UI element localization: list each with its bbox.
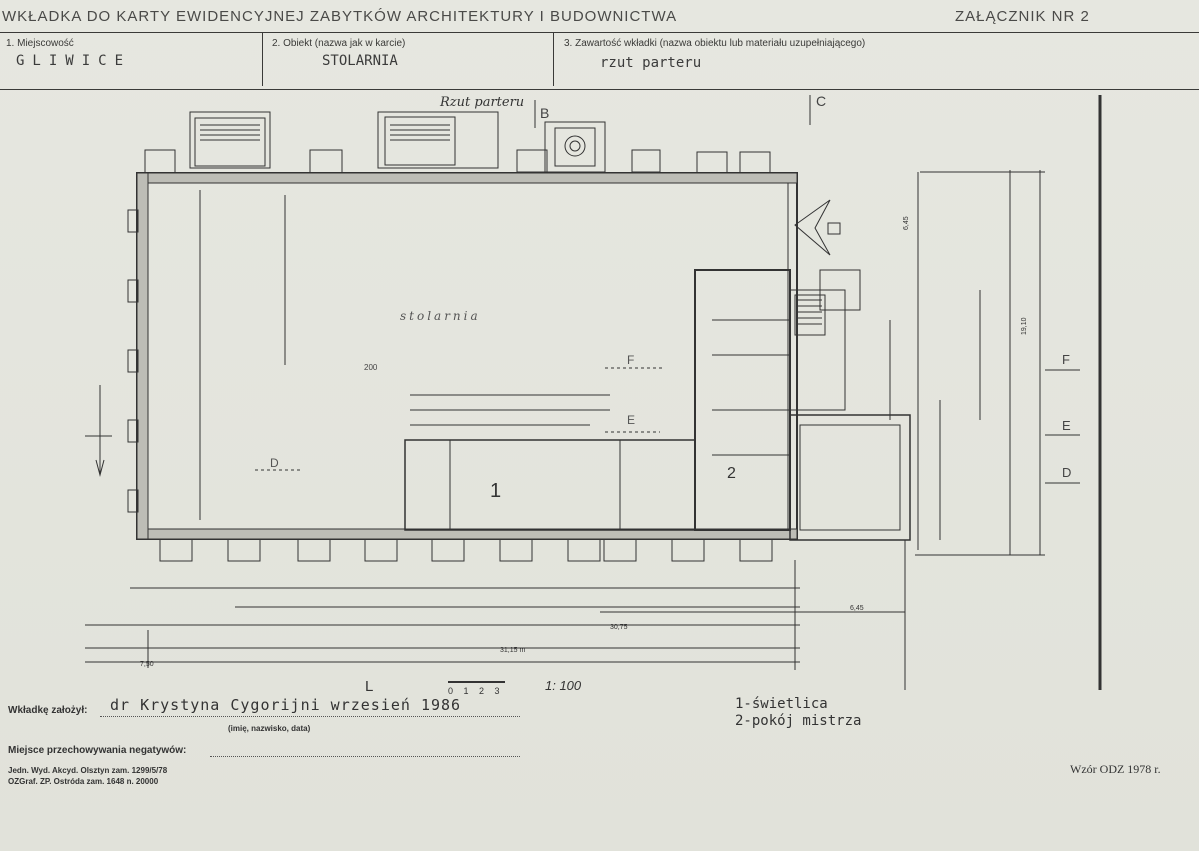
author-hint: (imię, nazwisko, data) xyxy=(228,724,311,733)
svg-text:6,45: 6,45 xyxy=(903,216,910,230)
chimney xyxy=(554,127,596,167)
svg-text:6,45: 6,45 xyxy=(850,605,864,612)
svg-text:F: F xyxy=(1062,352,1070,367)
section-mark-b: B xyxy=(540,105,549,121)
header-rule-bottom xyxy=(0,89,1199,90)
legend-item-1: 1-świetlica xyxy=(735,696,828,712)
svg-text:F: F xyxy=(627,353,634,367)
author-value: dr Krystyna Cygorijni wrzesień 1986 xyxy=(110,696,462,714)
plan-title: Rzut parteru xyxy=(439,95,524,110)
annex-number: ZAŁĄCZNIK NR 2 xyxy=(955,8,1090,25)
room-name-label: stolarnia xyxy=(400,309,481,323)
level-mark: 200 xyxy=(364,363,378,372)
author-label: Wkładkę założył: xyxy=(8,705,88,716)
stair-left xyxy=(194,117,266,167)
legend-item-2: 2-pokój mistrza xyxy=(735,713,862,729)
locality-label: 1. Miejscowość xyxy=(6,38,74,49)
svg-text:7,50: 7,50 xyxy=(140,661,154,668)
scale-ticks: 0 1 2 3 xyxy=(448,686,504,696)
svg-text:30,75: 30,75 xyxy=(610,624,628,631)
svg-text:19,10: 19,10 xyxy=(1021,317,1028,335)
negatives-label: Miejsce przechowywania negatywów: xyxy=(8,745,187,756)
outer-wall xyxy=(136,172,798,540)
east-wing xyxy=(694,269,791,531)
stair-middle xyxy=(384,116,456,166)
svg-text:E: E xyxy=(627,413,635,427)
room-2-number: 2 xyxy=(727,465,736,482)
header-divider-2 xyxy=(553,32,554,86)
print-info-1: Jedn. Wyd. Akcyd. Olsztyn zam. 1299/5/78 xyxy=(8,766,168,775)
object-value: STOLARNIA xyxy=(322,53,398,69)
header-rule-top xyxy=(0,32,1199,33)
header-divider-1 xyxy=(262,32,263,86)
svg-text:E: E xyxy=(1062,418,1071,433)
form-title: WKŁADKA DO KARTY EWIDENCYJNEJ ZABYTKÓW A… xyxy=(2,8,678,25)
author-dotted-line xyxy=(100,716,520,717)
scale-letter: L xyxy=(365,678,373,695)
room-1-outline xyxy=(404,439,696,531)
object-label: 2. Obiekt (nazwa jak w karcie) xyxy=(272,38,406,49)
negatives-dotted-line xyxy=(210,756,520,757)
content-value: rzut parteru xyxy=(600,55,702,71)
room-1-number: 1 xyxy=(490,480,501,502)
locality-value: GLIWICE xyxy=(16,53,132,69)
svg-text:D: D xyxy=(270,456,279,470)
print-info-2: OZGraf. ZP. Ostróda zam. 1648 n. 20000 xyxy=(8,777,159,786)
content-label: 3. Zawartość wkładki (nazwa obiektu lub … xyxy=(564,38,866,49)
svg-text:D: D xyxy=(1062,465,1071,480)
svg-text:31,15 m: 31,15 m xyxy=(500,647,525,654)
form-model-label: Wzór ODZ 1978 r. xyxy=(1070,762,1161,776)
scale-ratio: 1: 100 xyxy=(545,678,582,693)
section-mark-c: C xyxy=(816,93,826,109)
